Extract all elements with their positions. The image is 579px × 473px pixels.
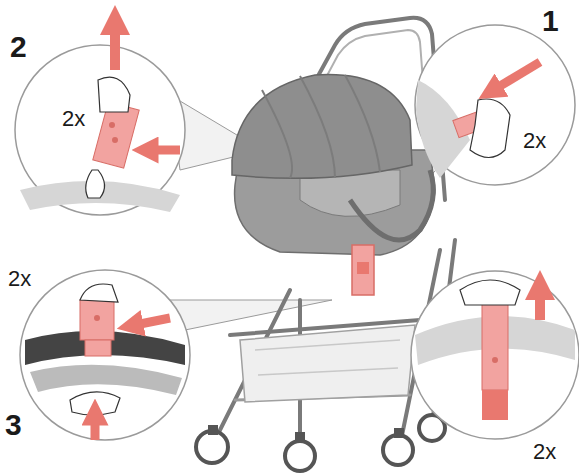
- car-seat: [232, 75, 435, 295]
- callout-circle-4: [411, 271, 579, 439]
- callout-number: 3: [5, 410, 22, 440]
- callout-number: 1: [542, 6, 559, 36]
- callout-circle-2: [15, 20, 185, 215]
- callout-circle-1: [415, 25, 575, 185]
- wheels: [196, 415, 445, 471]
- callout-number: 2: [10, 32, 27, 62]
- basket: [240, 325, 415, 402]
- repeat-count: 2x: [8, 268, 31, 290]
- callout-circle-3: [20, 270, 190, 440]
- repeat-count: 2x: [62, 108, 85, 130]
- repeat-count: 2x: [533, 441, 556, 463]
- repeat-count: 2x: [523, 130, 546, 152]
